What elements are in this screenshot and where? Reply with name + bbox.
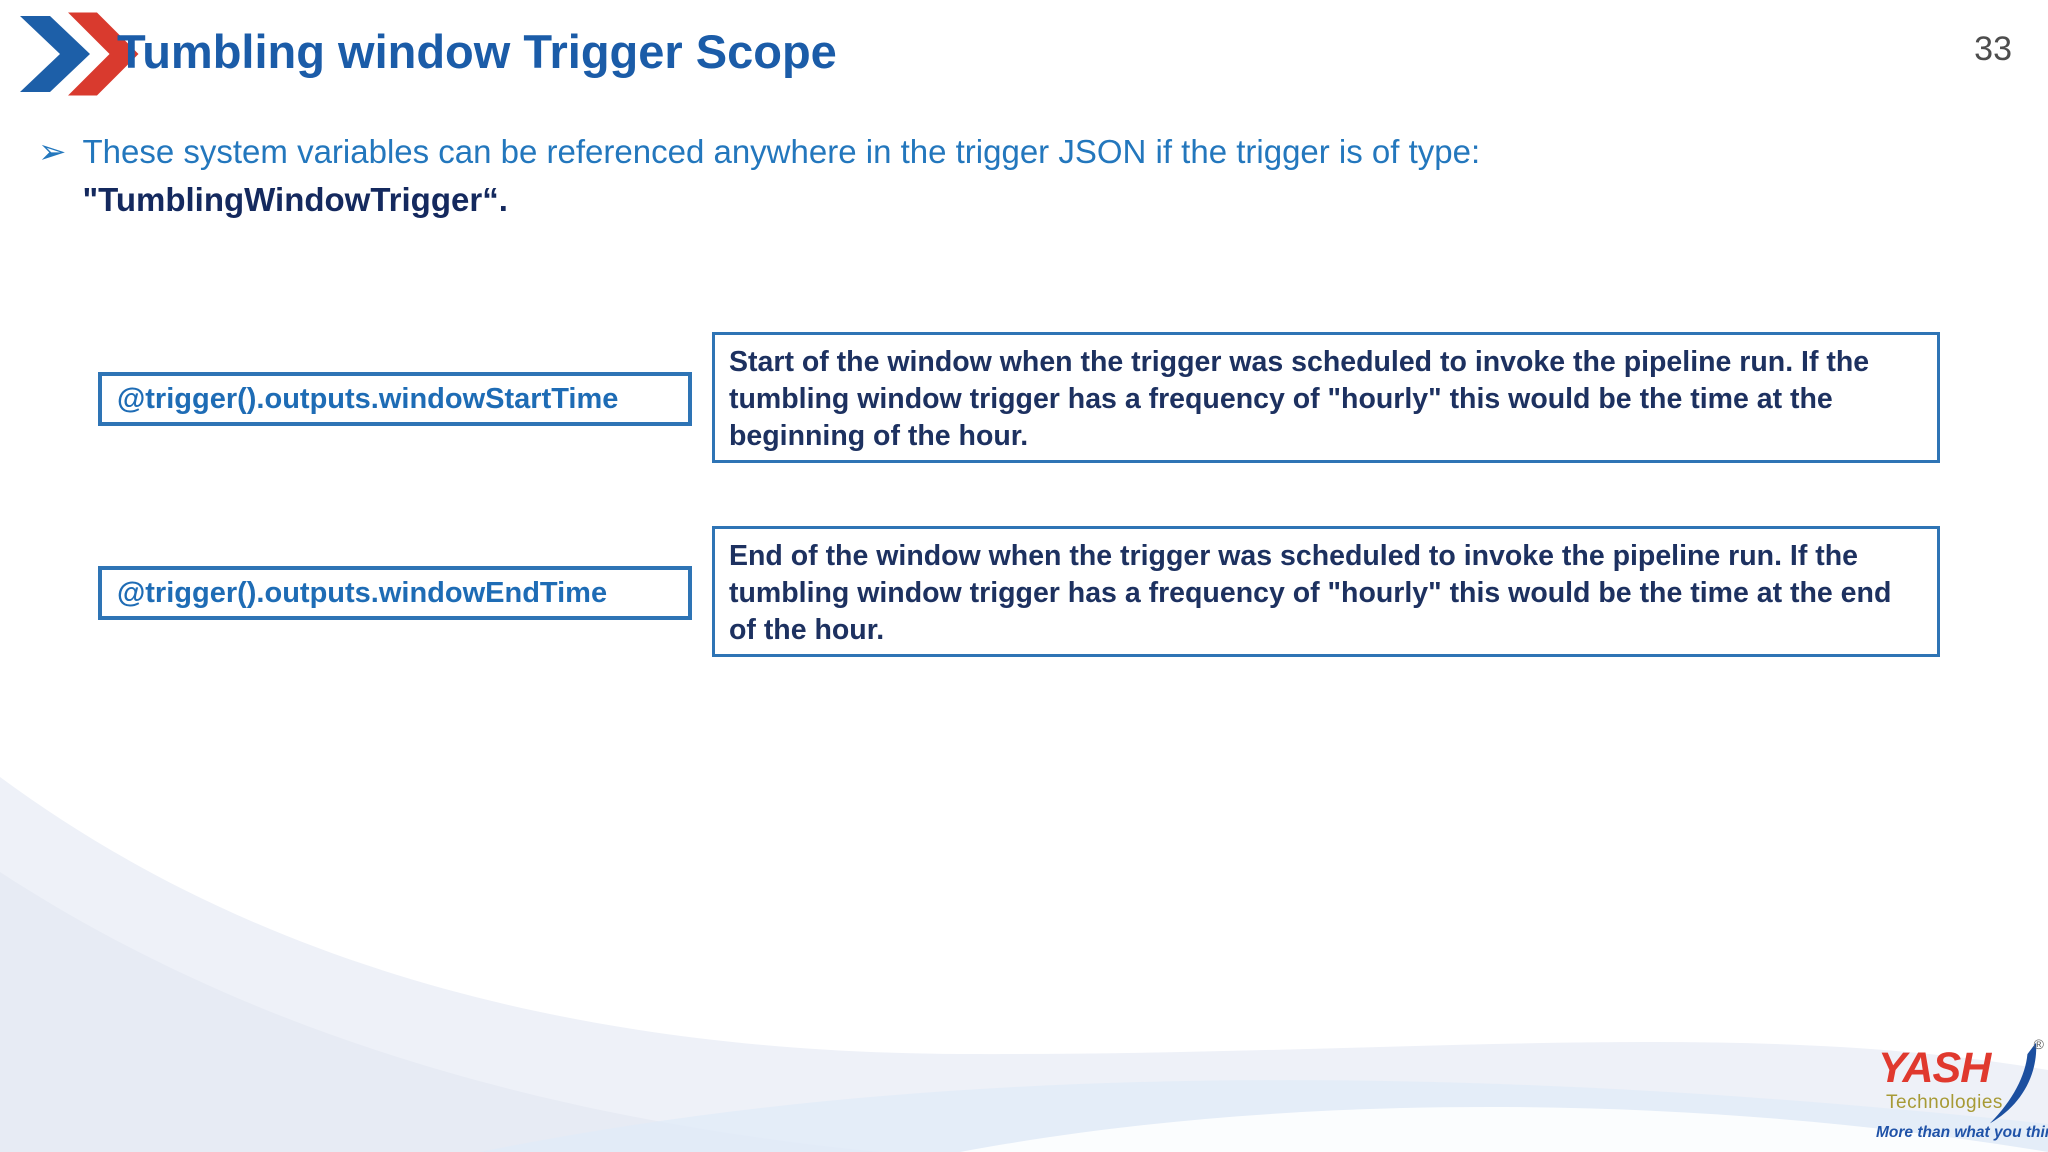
logo-brand-text: YASH: [1878, 1044, 1991, 1092]
variable-description-box-end-time: End of the window when the trigger was s…: [712, 526, 1940, 657]
bullet-point: ➢ These system variables can be referenc…: [38, 128, 1918, 224]
logo-tagline: More than what you think.: [1876, 1124, 2048, 1141]
registered-trademark-icon: ®: [2033, 1036, 2044, 1052]
yash-logo: YASH ® Technologies More than what you t…: [1876, 1036, 2048, 1148]
background-wave-decoration: [0, 777, 2048, 1152]
variable-description-box-start-time: Start of the window when the trigger was…: [712, 332, 1940, 463]
logo-swoosh-icon: [1989, 1042, 2037, 1124]
page-number: 33: [1974, 30, 2012, 68]
variable-name-box-end-time: @trigger().outputs.windowEndTime: [98, 566, 692, 620]
logo-brand-row: YASH ®: [1876, 1036, 2044, 1124]
page-title: Tumbling window Trigger Scope: [117, 25, 837, 78]
bullet-line-2: "TumblingWindowTrigger“.: [82, 181, 508, 218]
arrow-bullet-icon: ➢: [38, 133, 67, 171]
variable-name-box-start-time: @trigger().outputs.windowStartTime: [98, 372, 692, 426]
bullet-line-1: These system variables can be referenced…: [82, 133, 1481, 170]
logo-subtitle: Technologies: [1886, 1092, 2003, 1113]
bullet-text: These system variables can be referenced…: [83, 128, 1481, 224]
double-chevron-icon: [20, 8, 144, 100]
